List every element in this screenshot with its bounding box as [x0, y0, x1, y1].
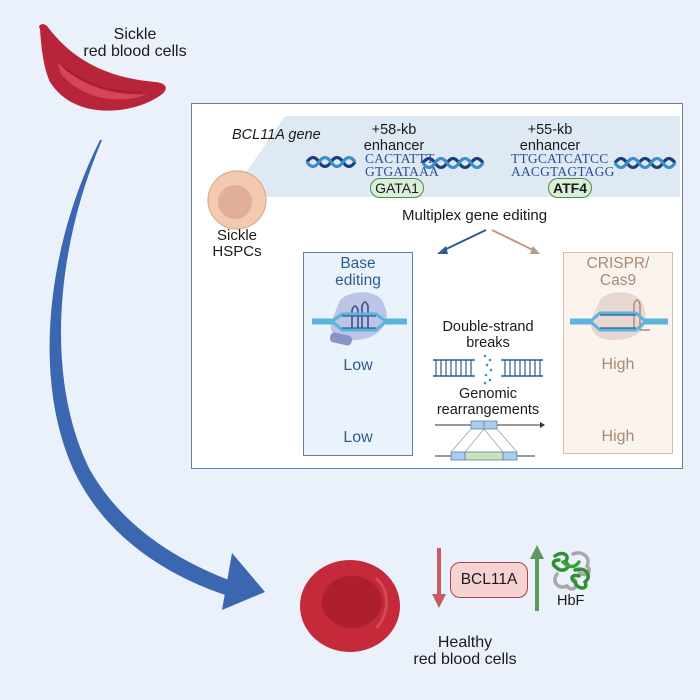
- gata1-factor-badge: GATA1: [370, 178, 424, 198]
- hbf-label: HbF: [557, 593, 585, 609]
- hspc-label-line2: HSPCs: [212, 243, 262, 261]
- base-editing-panel: [303, 252, 413, 456]
- sickle-red-blood-cell-icon: [39, 24, 166, 111]
- enhancer-55kb-line1: +55-kb: [527, 122, 573, 138]
- crispr-rearrangement-level: High: [601, 428, 635, 445]
- rearrangement-label: Genomic rearrangements: [425, 386, 551, 418]
- sickle-rbc-label-line2: red blood cells: [83, 43, 187, 61]
- enhancer-55kb-seq-top: TTGCATCATCC: [511, 151, 609, 166]
- enhancer-58kb-label: +58-kb enhancer: [356, 122, 432, 154]
- enhancer-58kb-line2: enhancer: [363, 137, 425, 154]
- decrease-arrow-icon: [432, 548, 446, 608]
- crispr-title-line2: Cas9: [599, 271, 637, 289]
- enhancer-55kb-line2: enhancer: [519, 137, 581, 154]
- healthy-rbc-label-line2: red blood cells: [413, 651, 517, 669]
- hspc-label-line1: Sickle: [216, 227, 257, 244]
- crispr-cas9-title: CRISPR/ Cas9: [563, 255, 673, 289]
- sickle-rbc-label-line1: Sickle: [113, 26, 157, 43]
- healthy-rbc-label-line1: Healthy: [437, 634, 493, 651]
- hspc-cell-icon: [207, 170, 267, 230]
- enhancer-58kb-seq-top: CACTATTT: [365, 151, 435, 166]
- double-strand-break-icon: [433, 354, 543, 385]
- crispr-dsb-level: High: [601, 356, 635, 373]
- crispr-title-line1: CRISPR/: [586, 255, 650, 272]
- increase-arrow-icon: [530, 545, 544, 611]
- base-editing-title: Base editing: [303, 255, 413, 289]
- healthy-rbc-label: Healthy red blood cells: [400, 634, 530, 669]
- atf4-factor-badge: ATF4: [548, 178, 592, 198]
- genomic-rearrangement-icon: [435, 420, 545, 461]
- multiplex-editing-label: Multiplex gene editing: [402, 207, 548, 224]
- gene-name: BCL11A gene: [232, 127, 321, 143]
- base-editing-title-line2: editing: [335, 271, 381, 289]
- crispr-cas9-panel: [563, 252, 673, 454]
- base-editing-rearrangement-level: Low: [343, 429, 373, 446]
- enhancer-55kb-seq-bottom: AACGTAGTAGG: [511, 164, 615, 179]
- enhancer-55kb-label: +55-kb enhancer: [512, 122, 588, 154]
- sickle-rbc-label: Sickle red blood cells: [70, 26, 200, 61]
- enhancer-58kb-seq-bottom: GTGATAAA: [365, 164, 440, 179]
- cas9-complex-icon: [570, 292, 668, 340]
- healthy-red-blood-cell-icon: [300, 560, 400, 652]
- enhancer-58kb-line1: +58-kb: [371, 122, 417, 138]
- rearrangement-label-line1: Genomic: [458, 386, 518, 402]
- base-editor-icon: [312, 292, 407, 346]
- rearrangement-label-line2: rearrangements: [436, 401, 540, 418]
- dsb-label-line2: breaks: [466, 334, 510, 351]
- dsb-label-line1: Double-strand: [442, 319, 534, 335]
- base-editing-dsb-level: Low: [343, 357, 373, 374]
- dsb-label: Double-strand breaks: [428, 319, 548, 351]
- bcl11a-badge: BCL11A: [450, 562, 528, 598]
- base-editing-title-line1: Base: [340, 255, 376, 272]
- fetal-hemoglobin-icon: [551, 551, 591, 591]
- hspc-label: Sickle HSPCs: [200, 227, 274, 261]
